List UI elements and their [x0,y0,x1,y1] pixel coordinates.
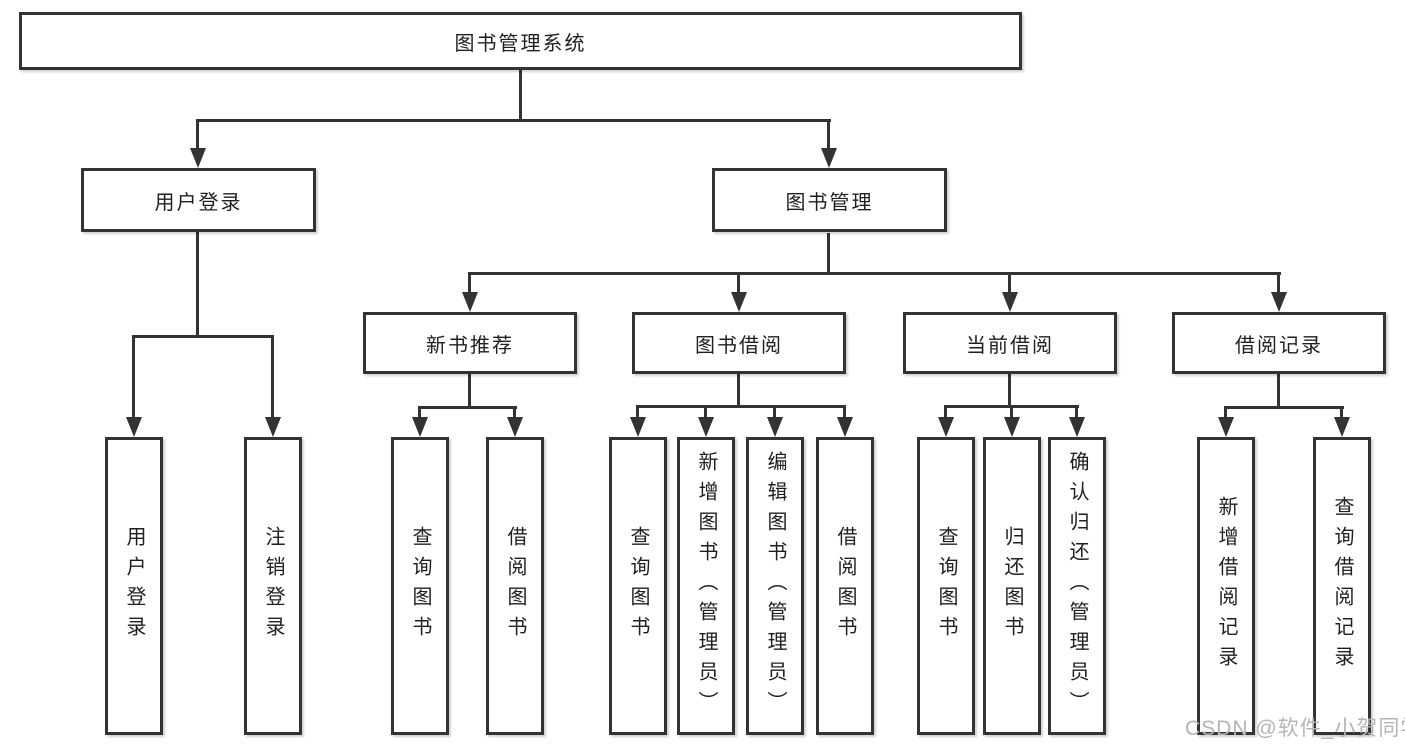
leaf-records-query-record: 查询借阅记录 [1313,437,1371,735]
connector-drop-current-return [1010,405,1013,419]
node-borrow-records: 借阅记录 [1172,312,1386,374]
connector-drop-records-add [1224,406,1227,419]
leaf-newbook-borrow-books-label: 借阅图书 [504,526,526,646]
arrowhead-newbook-borrow [507,417,523,437]
leaf-newbook-query-books-label: 查询图书 [409,526,431,646]
node-book-management: 图书管理 [712,168,947,232]
connector-current-borrow-stem [1008,374,1011,405]
connector-borrow-records-branch [1224,406,1344,409]
connector-book-borrow-branch [636,405,846,408]
leaf-logout-label: 注销登录 [262,526,284,646]
connector-drop-borrow-add [704,405,707,419]
arrowhead-borrow-query [630,417,646,437]
connector-drop-leaf-logout [271,335,274,419]
connector-drop-borrow-borrow [843,405,846,419]
connector-drop-book-borrow [737,272,740,294]
leaf-user-login-label: 用户登录 [123,526,145,646]
connector-user-login-branch [132,335,274,338]
arrowhead-records-add [1218,417,1234,437]
node-current-borrow: 当前借阅 [903,312,1117,374]
leaf-current-return-books: 归还图书 [983,437,1041,735]
node-new-book-recommend-label: 新书推荐 [426,334,514,357]
connector-drop-records-query [1340,406,1343,419]
node-new-book-recommend: 新书推荐 [363,312,577,374]
connector-level2-branch [196,119,831,122]
leaf-current-return-books-label: 归还图书 [1001,526,1023,646]
arrowhead-borrow-borrow [837,417,853,437]
leaf-newbook-query-books: 查询图书 [391,437,449,735]
connector-book-borrow-stem [737,374,740,405]
arrowhead-borrow-edit [767,417,783,437]
connector-level3-branch [468,272,1281,275]
arrowhead-current-confirm [1069,417,1085,437]
arrowhead-user-login [190,148,206,168]
connector-drop-current-query [944,405,947,419]
csdn-watermark: CSDN @软件_小贺同学 [1185,717,1405,740]
connector-new-book-stem [468,374,471,406]
connector-drop-book-management [827,119,830,150]
node-root: 图书管理系统 [19,12,1022,70]
arrowhead-leaf-login [126,417,142,437]
connector-user-login-stem [196,232,199,335]
arrowhead-current-return [1004,417,1020,437]
arrowhead-borrow-records [1271,292,1287,312]
node-root-label: 图书管理系统 [454,32,587,55]
node-user-login-label: 用户登录 [154,191,243,214]
connector-drop-borrow-query [636,405,639,419]
leaf-records-add-record-label: 新增借阅记录 [1215,496,1237,676]
node-book-borrow: 图书借阅 [632,312,846,374]
leaf-current-confirm-return-admin: 确认归还（管理员） [1048,437,1106,735]
leaf-borrow-edit-books-admin-label: 编辑图书（管理员） [764,451,786,721]
node-book-borrow-label: 图书借阅 [695,334,783,357]
arrowhead-records-query [1334,417,1350,437]
node-current-borrow-label: 当前借阅 [966,334,1054,357]
connector-borrow-records-stem [1277,374,1280,406]
leaf-borrow-edit-books-admin: 编辑图书（管理员） [746,437,804,735]
leaf-current-query-books-label: 查询图书 [935,526,957,646]
node-book-management-label: 图书管理 [785,191,874,214]
connector-drop-newbook-borrow [513,406,516,419]
leaf-user-login: 用户登录 [105,437,163,735]
connector-drop-leaf-login [132,335,135,419]
leaf-borrow-query-books-label: 查询图书 [627,526,649,646]
connector-root-stem [519,70,522,119]
connector-drop-borrow-edit [773,405,776,419]
connector-drop-borrow-records [1277,272,1280,294]
connector-drop-new-book [468,272,471,294]
connector-drop-current-borrow [1008,272,1011,294]
leaf-current-confirm-return-admin-label: 确认归还（管理员） [1066,451,1088,721]
leaf-borrow-borrow-books: 借阅图书 [816,437,874,735]
leaf-borrow-add-books-admin-label: 新增图书（管理员） [695,451,717,721]
arrowhead-borrow-add [698,417,714,437]
connector-drop-current-confirm [1075,405,1078,419]
arrowhead-current-query [938,417,954,437]
arrowhead-new-book [462,292,478,312]
node-borrow-records-label: 借阅记录 [1235,334,1323,357]
leaf-borrow-borrow-books-label: 借阅图书 [834,526,856,646]
arrowhead-book-borrow [731,292,747,312]
connector-book-management-stem [827,233,830,272]
node-user-login: 用户登录 [81,168,316,232]
leaf-borrow-add-books-admin: 新增图书（管理员） [677,437,735,735]
arrowhead-current-borrow [1002,292,1018,312]
connector-drop-newbook-query [418,406,421,419]
leaf-newbook-borrow-books: 借阅图书 [486,437,544,735]
leaf-logout: 注销登录 [244,437,302,735]
leaf-records-query-record-label: 查询借阅记录 [1331,496,1353,676]
connector-new-book-branch [418,406,517,409]
arrowhead-newbook-query [412,417,428,437]
leaf-records-add-record: 新增借阅记录 [1197,437,1255,735]
connector-drop-user-login [196,119,199,150]
arrowhead-book-management [821,148,837,168]
leaf-current-query-books: 查询图书 [917,437,975,735]
arrowhead-leaf-logout [265,417,281,437]
leaf-borrow-query-books: 查询图书 [609,437,667,735]
